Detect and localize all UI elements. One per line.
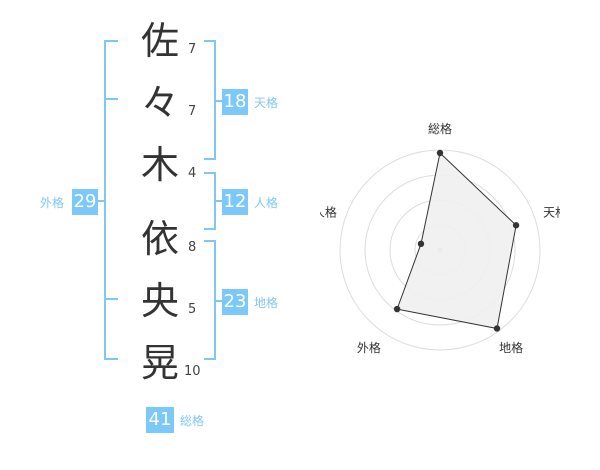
radar-labels: 総格天格地格 外格 人格 [320,121,560,355]
radar-axis-label-2: 天格 [543,205,560,220]
radar-axis-label-3: 地格 [499,340,523,355]
radar-point-3 [493,325,501,332]
jinkaku-label: 人格 [254,196,279,210]
soukaku-label: 総格 [180,414,205,428]
name-char-6: 晃 [140,341,179,385]
stroke-count-3: 4 [188,166,197,181]
stroke-count-4: 8 [188,240,197,255]
tenkaku-value-badge: 18 [222,89,248,115]
radar-axis-label-1: 総格 [428,121,452,136]
radar-axis-label-4: 外格 [357,340,381,355]
name-char-1: 佐 [140,19,179,63]
name-char-4: 依 [140,217,179,261]
name-char-2: 々 [140,81,179,125]
chikaku-value-badge: 23 [222,289,248,315]
name-char-5: 央 [140,279,179,323]
radar-point-2 [512,222,520,229]
gaikaku-label: 外格 [40,196,65,210]
radar-point-4 [393,305,401,313]
chikaku-label: 地格 [254,296,279,310]
radar-axis-label-5: 人格 [320,205,337,220]
stroke-count-1: 7 [188,42,197,57]
stroke-count-5: 5 [188,302,197,317]
tenkaku-label: 天格 [254,96,279,110]
radar-point-1 [436,149,444,157]
radar-points [393,149,520,332]
stroke-count-2: 7 [188,104,197,119]
jinkaku-value-badge: 12 [222,189,248,215]
stroke-count-6: 10 [184,364,201,379]
soukaku-value-badge: 41 [146,407,174,433]
radar-area [396,152,517,330]
fortune-radar-chart: 総格天格地格 外格 人格 [320,121,560,355]
name-char-3: 木 [140,143,179,187]
gaikaku-value-badge: 29 [72,189,98,215]
radar-point-5 [417,240,425,248]
